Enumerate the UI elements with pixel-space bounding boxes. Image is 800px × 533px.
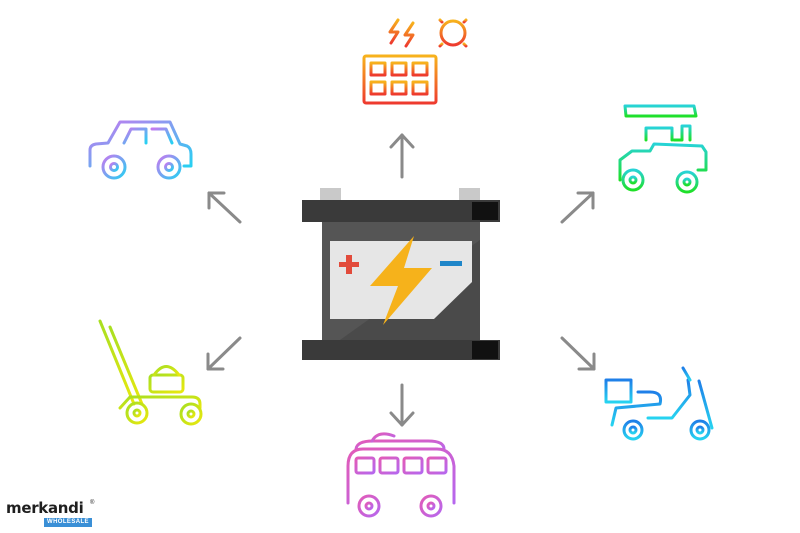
car-icon	[88, 120, 193, 180]
delivery-scooter-icon	[604, 366, 714, 441]
minus-sign	[440, 261, 462, 266]
lightning-bolt-icon	[370, 236, 432, 325]
registered-mark: ®	[90, 500, 95, 506]
camper-van-icon	[346, 432, 456, 518]
arrow-up-right-icon	[560, 191, 595, 224]
arrow-down-left-icon	[206, 336, 242, 371]
merkandi-logo: merkandi ® WHOLESALE	[6, 499, 96, 529]
golf-cart-icon	[618, 104, 708, 194]
arrows	[206, 133, 596, 427]
arrow-down-icon	[389, 383, 415, 427]
plus-sign	[339, 255, 359, 274]
arrow-up-icon	[389, 133, 415, 179]
car-battery-icon	[302, 188, 500, 360]
solar-panel-icon	[362, 12, 474, 122]
logo-text: merkandi	[6, 499, 84, 517]
arrow-up-left-icon	[207, 191, 242, 224]
lawn-mower-icon	[95, 319, 203, 426]
logo-tag: WHOLESALE	[44, 518, 92, 527]
arrow-down-right-icon	[560, 336, 596, 371]
